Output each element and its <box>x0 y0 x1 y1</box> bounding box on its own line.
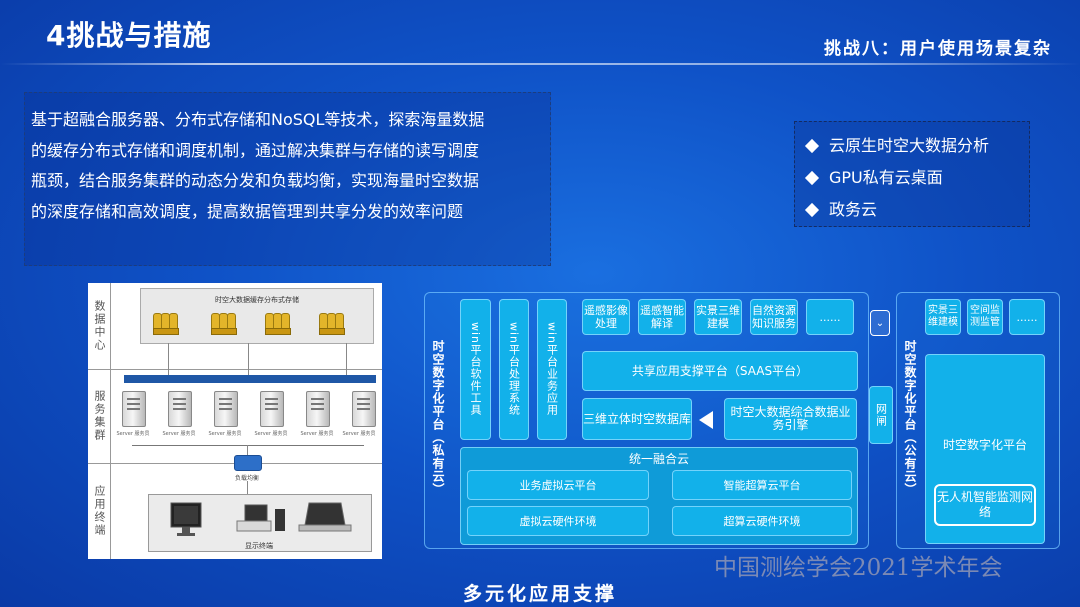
server-label: Server 服务员 <box>300 431 334 437</box>
gateway-top-icon: ⌄ <box>870 310 890 336</box>
description-line: 的深度存储和高效调度，提高数据管理到共享分发的效率问题 <box>31 201 464 221</box>
connector-line <box>168 343 169 375</box>
spatiotemporal-database-box: 三维立体时空数据库 <box>582 398 692 440</box>
terminal-devices-icon <box>170 502 352 536</box>
win-tool-box: win平台处理系统 <box>499 299 529 440</box>
storage-label: 时空大数据缓存分布式存储 <box>215 296 299 304</box>
bullet-item: 政务云 <box>803 194 1029 226</box>
service-box: 遥感影像处理 <box>582 299 630 335</box>
service-box: 实景三维建模 <box>694 299 742 335</box>
win-tool-box: win平台软件工具 <box>460 299 491 440</box>
server-label: Server 服务员 <box>342 431 376 437</box>
server-label: Server 服务员 <box>208 431 242 437</box>
load-balancer-switch-icon <box>234 455 262 471</box>
row-label-terminal: 应用终端 <box>88 463 111 559</box>
bullet-text: 云原生时空大数据分析 <box>829 136 990 155</box>
bullet-text: 政务云 <box>829 200 878 219</box>
database-icon <box>265 313 291 335</box>
description-line: 瓶颈，结合服务集群的动态分发和负载均衡，实现海量时空数据 <box>31 171 480 190</box>
server-label: Server 服务员 <box>116 431 150 437</box>
service-box-more: ...... <box>806 299 854 335</box>
database-icon <box>153 313 179 335</box>
private-cloud-label: 时空数字化平台（私有云） <box>431 340 445 496</box>
bullet-item: GPU私有云桌面 <box>803 162 1029 194</box>
bigdata-engine-box: 时空大数据综合数据业务引擎 <box>724 398 857 440</box>
server-connector <box>132 445 364 446</box>
footer-caption: 多元化应用支撑 <box>462 583 617 605</box>
server-icon <box>260 391 284 427</box>
row-label-data-center: 数据中心 <box>88 283 111 369</box>
supercomputing-cloud-box: 智能超算云平台 <box>672 470 852 500</box>
description-line: 的缓存分布式存储和调度机制，通过解决集群与存储的读写调度 <box>31 140 480 160</box>
arrow-left-icon <box>699 411 713 429</box>
database-icon <box>319 313 345 335</box>
server-label: Server 服务员 <box>254 431 288 437</box>
switch-label: 负载均衡 <box>234 475 259 482</box>
terminal-label: 显示终端 <box>245 542 273 550</box>
server-icon <box>352 391 376 427</box>
terminal-box <box>148 494 372 552</box>
bullet-list: 云原生时空大数据分析 GPU私有云桌面 政务云 <box>794 121 1030 227</box>
row-label-service-cluster: 服务集群 <box>88 369 111 463</box>
gateway-box: 网闸 <box>869 386 893 444</box>
server-icon <box>306 391 330 427</box>
virtual-cloud-box: 业务虚拟云平台 <box>467 470 649 500</box>
service-box: 遥感智能解译 <box>638 299 686 335</box>
supercomputing-hardware-box: 超算云硬件环境 <box>672 506 852 536</box>
server-label: Server 服务员 <box>162 431 196 437</box>
virtual-hardware-box: 虚拟云硬件环境 <box>467 506 649 536</box>
public-cloud-label: 时空数字化平台（公有云） <box>903 340 917 496</box>
database-icon <box>211 313 237 335</box>
diamond-icon <box>804 170 820 186</box>
connector-line <box>346 343 347 375</box>
service-box: 实景三维建模 <box>925 299 961 335</box>
uav-network-box: 无人机智能监测网络 <box>934 484 1036 526</box>
header-divider <box>0 63 1080 65</box>
diamond-icon <box>804 202 820 218</box>
connector-line <box>247 481 248 494</box>
row-divider <box>88 369 382 370</box>
server-icon <box>168 391 192 427</box>
server-icon <box>214 391 238 427</box>
storage-box: 时空大数据缓存分布式存储 <box>140 288 374 344</box>
win-tool-box: win平台业务应用 <box>537 299 567 440</box>
bullet-item: 云原生时空大数据分析 <box>803 130 1029 162</box>
service-box: 自然资源知识服务 <box>750 299 798 335</box>
network-bus <box>124 375 376 383</box>
server-icon <box>122 391 146 427</box>
service-box: 空间监测监管 <box>967 299 1003 335</box>
description-line: 基于超融合服务器、分布式存储和NoSQL等技术，探索海量数据 <box>31 110 485 129</box>
page-subtitle: 挑战八：用户使用场景复杂 <box>824 39 1052 59</box>
page-title: 4挑战与措施 <box>46 19 212 52</box>
connector-line <box>248 343 249 375</box>
description-box: 基于超融合服务器、分布式存储和NoSQL等技术，探索海量数据 的缓存分布式存储和… <box>24 92 551 266</box>
connector-line <box>247 445 248 455</box>
diamond-icon <box>804 138 820 154</box>
bullet-text: GPU私有云桌面 <box>829 168 943 187</box>
service-box-more: ...... <box>1009 299 1045 335</box>
cluster-architecture-diagram: 数据中心 服务集群 应用终端 时空大数据缓存分布式存储 Server 服务员 S… <box>88 283 382 559</box>
watermark: 中国测绘学会2021学术年会 <box>714 555 1003 581</box>
saas-platform-box: 共享应用支撑平台（SAAS平台） <box>582 351 858 391</box>
